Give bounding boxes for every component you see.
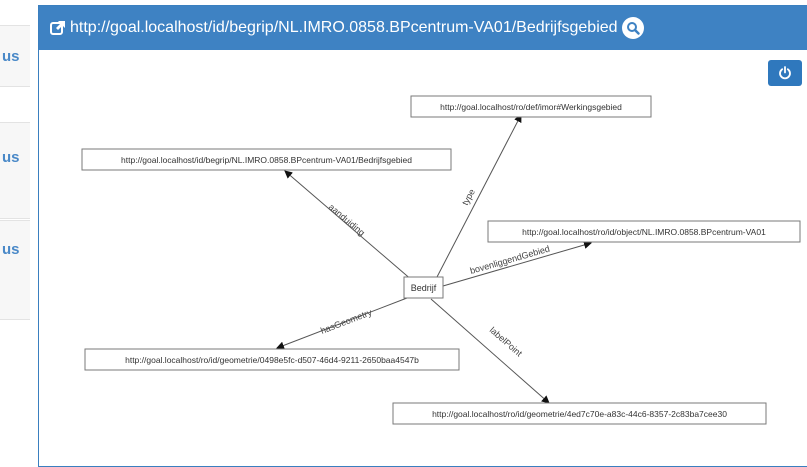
graph-node[interactable]: http://goal.localhost/id/begrip/NL.IMRO.… xyxy=(81,148,452,171)
resource-panel: http://goal.localhost/id/begrip/NL.IMRO.… xyxy=(38,5,807,467)
graph-edge xyxy=(430,298,550,404)
node-label: Bedrijf xyxy=(411,283,437,293)
graph-node[interactable]: http://goal.localhost/ro/id/geometrie/04… xyxy=(84,348,460,371)
graph-edge xyxy=(442,241,592,287)
external-link-icon[interactable] xyxy=(50,20,66,36)
graph-node[interactable]: http://goal.localhost/ro/id/object/NL.IM… xyxy=(487,220,801,243)
relation-graph: aanduiding type bovenliggendGebied hasGe… xyxy=(81,95,801,425)
sidebar-card[interactable]: us xyxy=(0,122,30,219)
sidebar: us us us xyxy=(0,0,30,453)
graph-center-node[interactable]: Bedrijf xyxy=(403,276,444,299)
panel-header: http://goal.localhost/id/begrip/NL.IMRO.… xyxy=(39,6,807,50)
node-label: http://goal.localhost/ro/id/geometrie/04… xyxy=(125,355,419,365)
search-icon[interactable] xyxy=(621,17,644,39)
node-label: http://goal.localhost/ro/def/imor#Werkin… xyxy=(440,102,622,112)
sidebar-card-label: us xyxy=(2,241,20,258)
sidebar-card[interactable]: us xyxy=(0,220,30,320)
node-label: http://goal.localhost/ro/id/geometrie/4e… xyxy=(432,409,727,419)
sidebar-card-label: us xyxy=(2,48,20,65)
edge-label: bovenliggendGebied xyxy=(469,244,551,276)
power-icon xyxy=(779,66,791,80)
resource-uri-link[interactable]: http://goal.localhost/id/begrip/NL.IMRO.… xyxy=(70,19,618,36)
node-label: http://goal.localhost/ro/id/object/NL.IM… xyxy=(522,227,766,237)
graph-node[interactable]: http://goal.localhost/ro/def/imor#Werkin… xyxy=(410,95,652,118)
sidebar-card[interactable]: us xyxy=(0,25,30,87)
graph-edge xyxy=(436,114,522,278)
graph-edge xyxy=(284,170,414,282)
edge-label: aanduiding xyxy=(327,202,367,238)
graph-node[interactable]: http://goal.localhost/ro/id/geometrie/4e… xyxy=(392,402,767,425)
node-label: http://goal.localhost/id/begrip/NL.IMRO.… xyxy=(121,155,412,165)
sidebar-card-label: us xyxy=(2,149,20,166)
edge-label: hasGeometry xyxy=(319,307,373,336)
graph-edge xyxy=(276,297,408,350)
power-button[interactable] xyxy=(768,60,802,86)
